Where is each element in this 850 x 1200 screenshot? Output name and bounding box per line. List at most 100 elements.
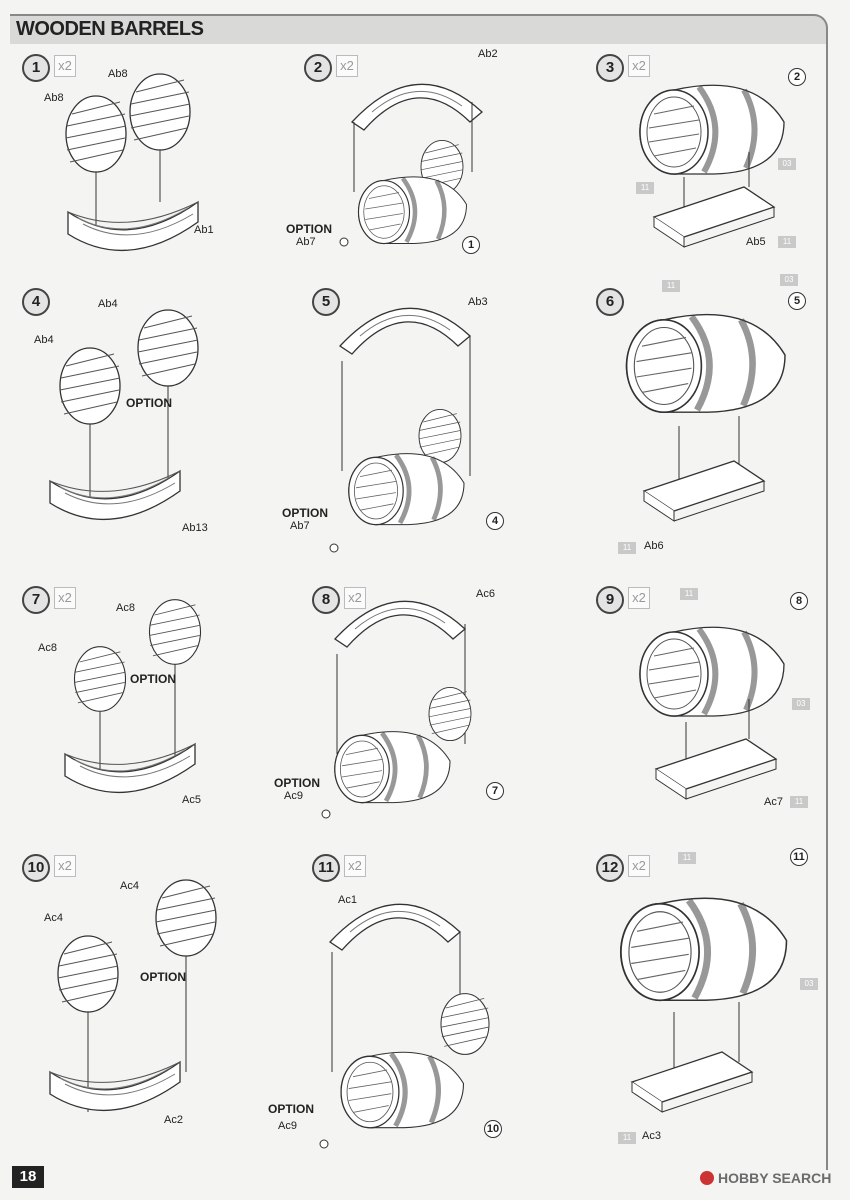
step-number: 3 bbox=[596, 54, 624, 82]
step-11-diagram bbox=[319, 903, 490, 1149]
step-number: 10 bbox=[22, 854, 50, 882]
step-5: 5 Ab3 OPTION Ab7 4 bbox=[282, 286, 570, 566]
frame-border bbox=[826, 30, 828, 1170]
step-reference: 8 bbox=[790, 592, 808, 610]
part-label: Ab13 bbox=[182, 522, 208, 534]
paint-code: 03 bbox=[792, 698, 810, 710]
option-label: OPTION bbox=[274, 776, 321, 790]
part-label: Ab6 bbox=[644, 540, 664, 552]
step-3-diagram bbox=[584, 52, 824, 248]
step-5-diagram bbox=[329, 307, 471, 553]
option-label: OPTION bbox=[286, 222, 333, 236]
option-label: OPTION bbox=[282, 506, 329, 520]
part-label: Ac2 bbox=[164, 1114, 183, 1126]
part-label: Ac5 bbox=[182, 794, 201, 806]
step-number: 12 bbox=[596, 854, 624, 882]
step-7: 7 x2 Ac8 Ac8 OPTION Ac5 bbox=[10, 584, 280, 864]
step-10: 10 x2 Ac4 Ac4 OPTION Ac2 bbox=[10, 852, 280, 1132]
step-7-diagram bbox=[64, 599, 202, 794]
part-label: Ab8 bbox=[108, 68, 128, 80]
step-8: 8 x2 Ac6 OPTION Ac9 7 bbox=[274, 584, 570, 864]
watermark-text: HOBBY SEARCH bbox=[718, 1170, 832, 1186]
part-label: Ac3 bbox=[642, 1130, 661, 1142]
page-title: WOODEN BARRELS bbox=[16, 18, 204, 40]
step-9-diagram bbox=[584, 584, 824, 800]
step-number: 7 bbox=[22, 586, 50, 614]
step-6: 6 03 11 5 11 Ab6 bbox=[584, 274, 850, 566]
part-label: Ab7 bbox=[296, 236, 316, 248]
quantity-badge: x2 bbox=[54, 855, 76, 877]
paint-code: 11 bbox=[680, 588, 698, 600]
paint-code: 11 bbox=[636, 182, 654, 194]
step-reference: 5 bbox=[788, 292, 806, 310]
step-2-diagram bbox=[339, 83, 483, 247]
step-number: 11 bbox=[312, 854, 340, 882]
step-reference: 2 bbox=[788, 68, 806, 86]
part-label: Ac7 bbox=[764, 796, 783, 808]
step-4: 4 Ab4 Ab4 OPTION Ab13 bbox=[10, 286, 280, 566]
page-number: 18 bbox=[12, 1166, 44, 1188]
quantity-badge: x2 bbox=[628, 587, 650, 609]
step-2: 2 x2 Ab2 OPTION Ab7 1 bbox=[286, 48, 562, 332]
header-bar bbox=[10, 14, 828, 44]
quantity-badge: x2 bbox=[628, 55, 650, 77]
part-label: Ac1 bbox=[338, 894, 357, 906]
step-number: 8 bbox=[312, 586, 340, 614]
step-reference: 11 bbox=[790, 848, 808, 866]
part-label: Ac8 bbox=[38, 642, 57, 654]
paint-code: 03 bbox=[780, 274, 798, 286]
part-label: Ab4 bbox=[98, 298, 118, 310]
paint-code: 11 bbox=[662, 280, 680, 292]
step-reference: 7 bbox=[486, 782, 504, 800]
part-label: Ac6 bbox=[476, 588, 495, 600]
step-1: 1 x2 Ab8 Ab8 Ab1 bbox=[10, 52, 280, 332]
step-reference: 10 bbox=[484, 1120, 502, 1138]
part-label: Ac4 bbox=[44, 912, 63, 924]
step-11: 11 x2 Ac1 OPTION Ac9 10 bbox=[268, 852, 570, 1149]
paint-code: 03 bbox=[778, 158, 796, 170]
step-4-diagram bbox=[49, 309, 199, 521]
quantity-badge: x2 bbox=[628, 855, 650, 877]
step-number: 2 bbox=[304, 54, 332, 82]
part-label: Ab4 bbox=[34, 334, 54, 346]
part-label: Ac9 bbox=[284, 790, 303, 802]
step-number: 5 bbox=[312, 288, 340, 316]
step-8-diagram bbox=[321, 600, 472, 819]
step-12-diagram bbox=[584, 852, 824, 1113]
part-label: Ab1 bbox=[194, 224, 214, 236]
paint-code: 11 bbox=[618, 1132, 636, 1144]
step-number: 4 bbox=[22, 288, 50, 316]
quantity-badge: x2 bbox=[344, 587, 366, 609]
option-label: OPTION bbox=[130, 672, 177, 686]
paint-code: 03 bbox=[800, 978, 818, 990]
part-label: Ab5 bbox=[746, 236, 766, 248]
step-3: 3 x2 2 03 11 Ab5 11 bbox=[584, 52, 850, 332]
quantity-badge: x2 bbox=[336, 55, 358, 77]
step-number: 1 bbox=[22, 54, 50, 82]
option-label: OPTION bbox=[268, 1102, 315, 1116]
paint-code: 11 bbox=[618, 542, 636, 554]
part-label: Ab2 bbox=[478, 48, 498, 60]
step-10-diagram bbox=[49, 879, 217, 1112]
paint-code: 11 bbox=[778, 236, 796, 248]
option-label: OPTION bbox=[126, 396, 173, 410]
step-reference: 1 bbox=[462, 236, 480, 254]
step-6-diagram bbox=[584, 286, 824, 522]
part-label: Ab7 bbox=[290, 520, 310, 532]
quantity-badge: x2 bbox=[54, 55, 76, 77]
paint-code: 11 bbox=[790, 796, 808, 808]
paint-code: 11 bbox=[678, 852, 696, 864]
step-9: 9 x2 11 8 03 Ac7 11 bbox=[584, 584, 850, 864]
part-label: Ac4 bbox=[120, 880, 139, 892]
hobby-search-logo-icon bbox=[700, 1171, 714, 1185]
part-label: Ac8 bbox=[116, 602, 135, 614]
part-label: Ab3 bbox=[468, 296, 488, 308]
quantity-badge: x2 bbox=[54, 587, 76, 609]
step-12: 12 x2 11 11 03 11 Ac3 bbox=[584, 848, 850, 1144]
part-label: Ac9 bbox=[278, 1120, 297, 1132]
step-number: 6 bbox=[596, 288, 624, 316]
step-number: 9 bbox=[596, 586, 624, 614]
section-header: WOODEN BARRELS bbox=[10, 14, 828, 44]
part-label: Ab8 bbox=[44, 92, 64, 104]
step-reference: 4 bbox=[486, 512, 504, 530]
